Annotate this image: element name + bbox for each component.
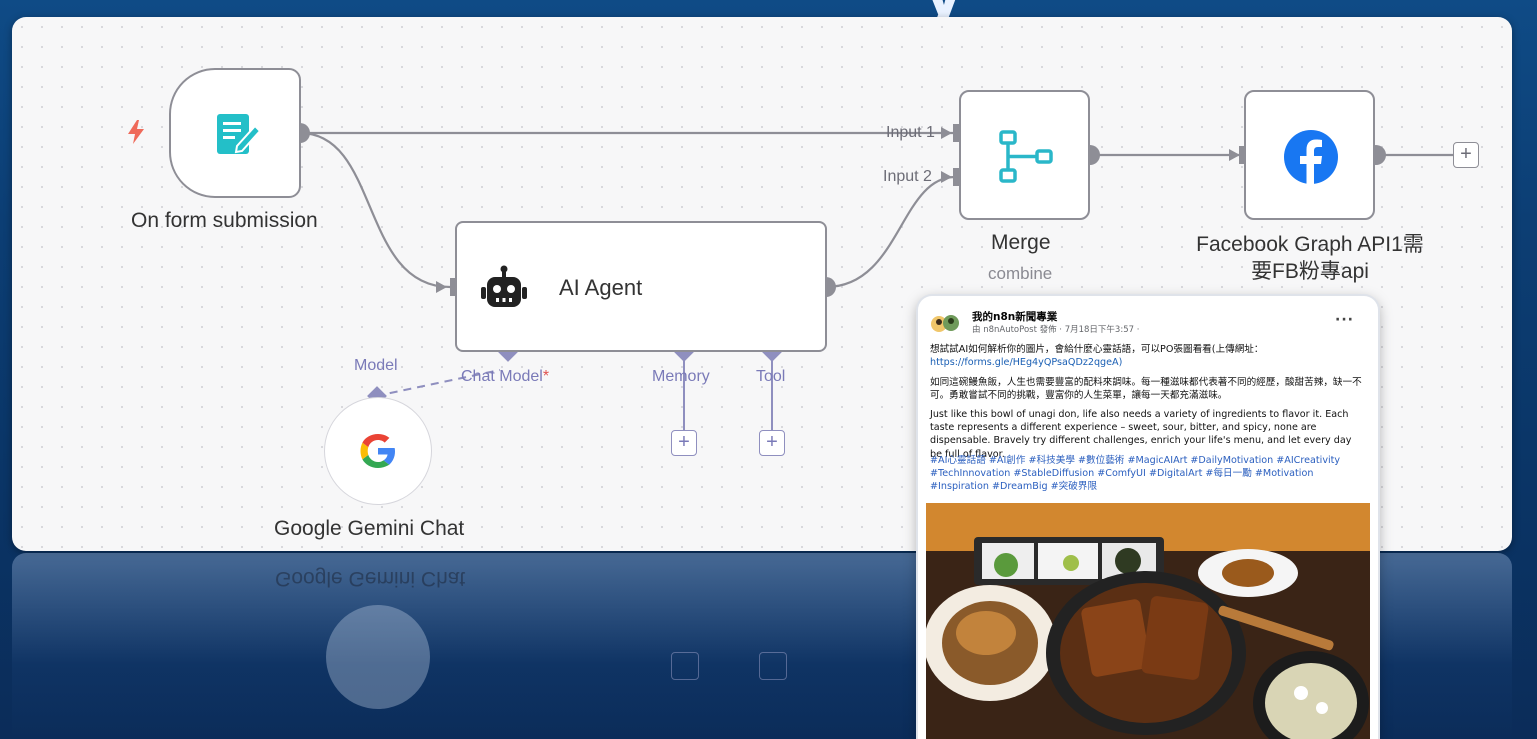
add-node-plus-button[interactable]: +	[1453, 142, 1479, 168]
post-header: 我的n8n新聞專業 由 n8nAutoPost 發佈 · 7月18日下午3:57…	[928, 308, 1368, 338]
facebook-post-card: 我的n8n新聞專業 由 n8nAutoPost 發佈 · 7月18日下午3:57…	[918, 296, 1378, 739]
form-icon	[213, 110, 263, 163]
plus-icon: +	[678, 431, 690, 453]
more-options-icon[interactable]: ···	[1335, 312, 1354, 328]
google-gemini-chat-node[interactable]	[324, 397, 432, 505]
trigger-node-label: On form submission	[131, 209, 318, 232]
wire-gemini-agent	[375, 369, 501, 397]
post-chinese-paragraph: 如同這碗鰻魚飯，人生也需要豐富的配料來調味。每一種滋味都代表著不同的經歷，酸甜苦…	[930, 377, 1362, 402]
reflection-plus	[759, 652, 787, 680]
ai-agent-label: AI Agent	[559, 275, 643, 300]
ai-agent-node[interactable]: AI Agent	[455, 221, 827, 352]
chat-model-port-label: Chat Model*	[461, 368, 549, 386]
reflection-plus	[671, 652, 699, 680]
port-input1	[953, 124, 961, 142]
robot-icon	[481, 265, 527, 314]
chat-model-text: Chat Model	[461, 368, 543, 385]
arrow-input1	[941, 127, 952, 139]
unagi-don-illustration	[926, 503, 1370, 739]
gemini-model-port-label: Model	[354, 357, 398, 374]
gemini-node-label: Google Gemini Chat	[274, 517, 465, 540]
merge-input2-label: Input 2	[883, 168, 932, 185]
post-intro-paragraph: 想試試AI如何解析你的圖片，會給什麼心靈話語，可以PO張圖看看(上傳網址： ht…	[930, 343, 1366, 369]
arrow-agent-in	[436, 281, 447, 293]
plus-icon: +	[766, 431, 778, 453]
facebook-node-label: Facebook Graph API1需 要FB粉專api	[1175, 231, 1445, 285]
required-mark: *	[542, 368, 550, 385]
arrow-facebook-in	[1229, 149, 1240, 161]
facebook-node-label-line2: 要FB粉專api	[1251, 260, 1369, 283]
trigger-node-on-form-submission[interactable]	[169, 68, 301, 198]
post-meta: 由 n8nAutoPost 發佈 · 7月18日下午3:57 ·	[972, 325, 1140, 335]
port-input2	[953, 168, 961, 186]
post-intro-text: 想試試AI如何解析你的圖片，會給什麼心靈話語，可以PO張圖看看(上傳網址：	[930, 344, 1264, 355]
trigger-bolt-icon	[126, 120, 146, 149]
add-memory-plus-button[interactable]: +	[671, 430, 697, 456]
post-form-link[interactable]: https://forms.gle/HEg4yQPsaQDz2qgeA)	[930, 357, 1123, 369]
page-avatar	[930, 310, 960, 336]
merge-icon	[997, 128, 1055, 191]
arrow-input2	[941, 171, 952, 183]
plus-icon: +	[1460, 143, 1472, 165]
facebook-graph-api-node[interactable]	[1244, 90, 1375, 220]
port-agent-in	[450, 278, 458, 296]
memory-port-label: Memory	[652, 368, 710, 385]
page-name[interactable]: 我的n8n新聞專業	[972, 311, 1058, 323]
merge-node-sublabel: combine	[988, 264, 1053, 283]
wire-agent-merge2	[825, 175, 956, 289]
post-hashtags[interactable]: #AI心靈話語 #AI創作 #科技美學 #數位藝術 #MagicAIArt #D…	[930, 455, 1341, 493]
merge-node[interactable]	[959, 90, 1090, 220]
post-food-photo	[926, 503, 1370, 739]
google-g-icon	[358, 431, 398, 476]
port-facebook-in	[1239, 146, 1247, 164]
merge-input1-label: Input 1	[886, 124, 935, 141]
wire-trigger-agent	[299, 131, 451, 289]
facebook-icon	[1283, 129, 1339, 190]
merge-node-label: Merge	[991, 231, 1051, 254]
facebook-node-label-line1: Facebook Graph API1需	[1196, 233, 1424, 256]
add-tool-plus-button[interactable]: +	[759, 430, 785, 456]
tool-port-label: Tool	[756, 368, 786, 385]
reflection-gemini-circle	[326, 605, 430, 709]
post-english-paragraph: Just like this bowl of unagi don, life a…	[930, 409, 1352, 460]
